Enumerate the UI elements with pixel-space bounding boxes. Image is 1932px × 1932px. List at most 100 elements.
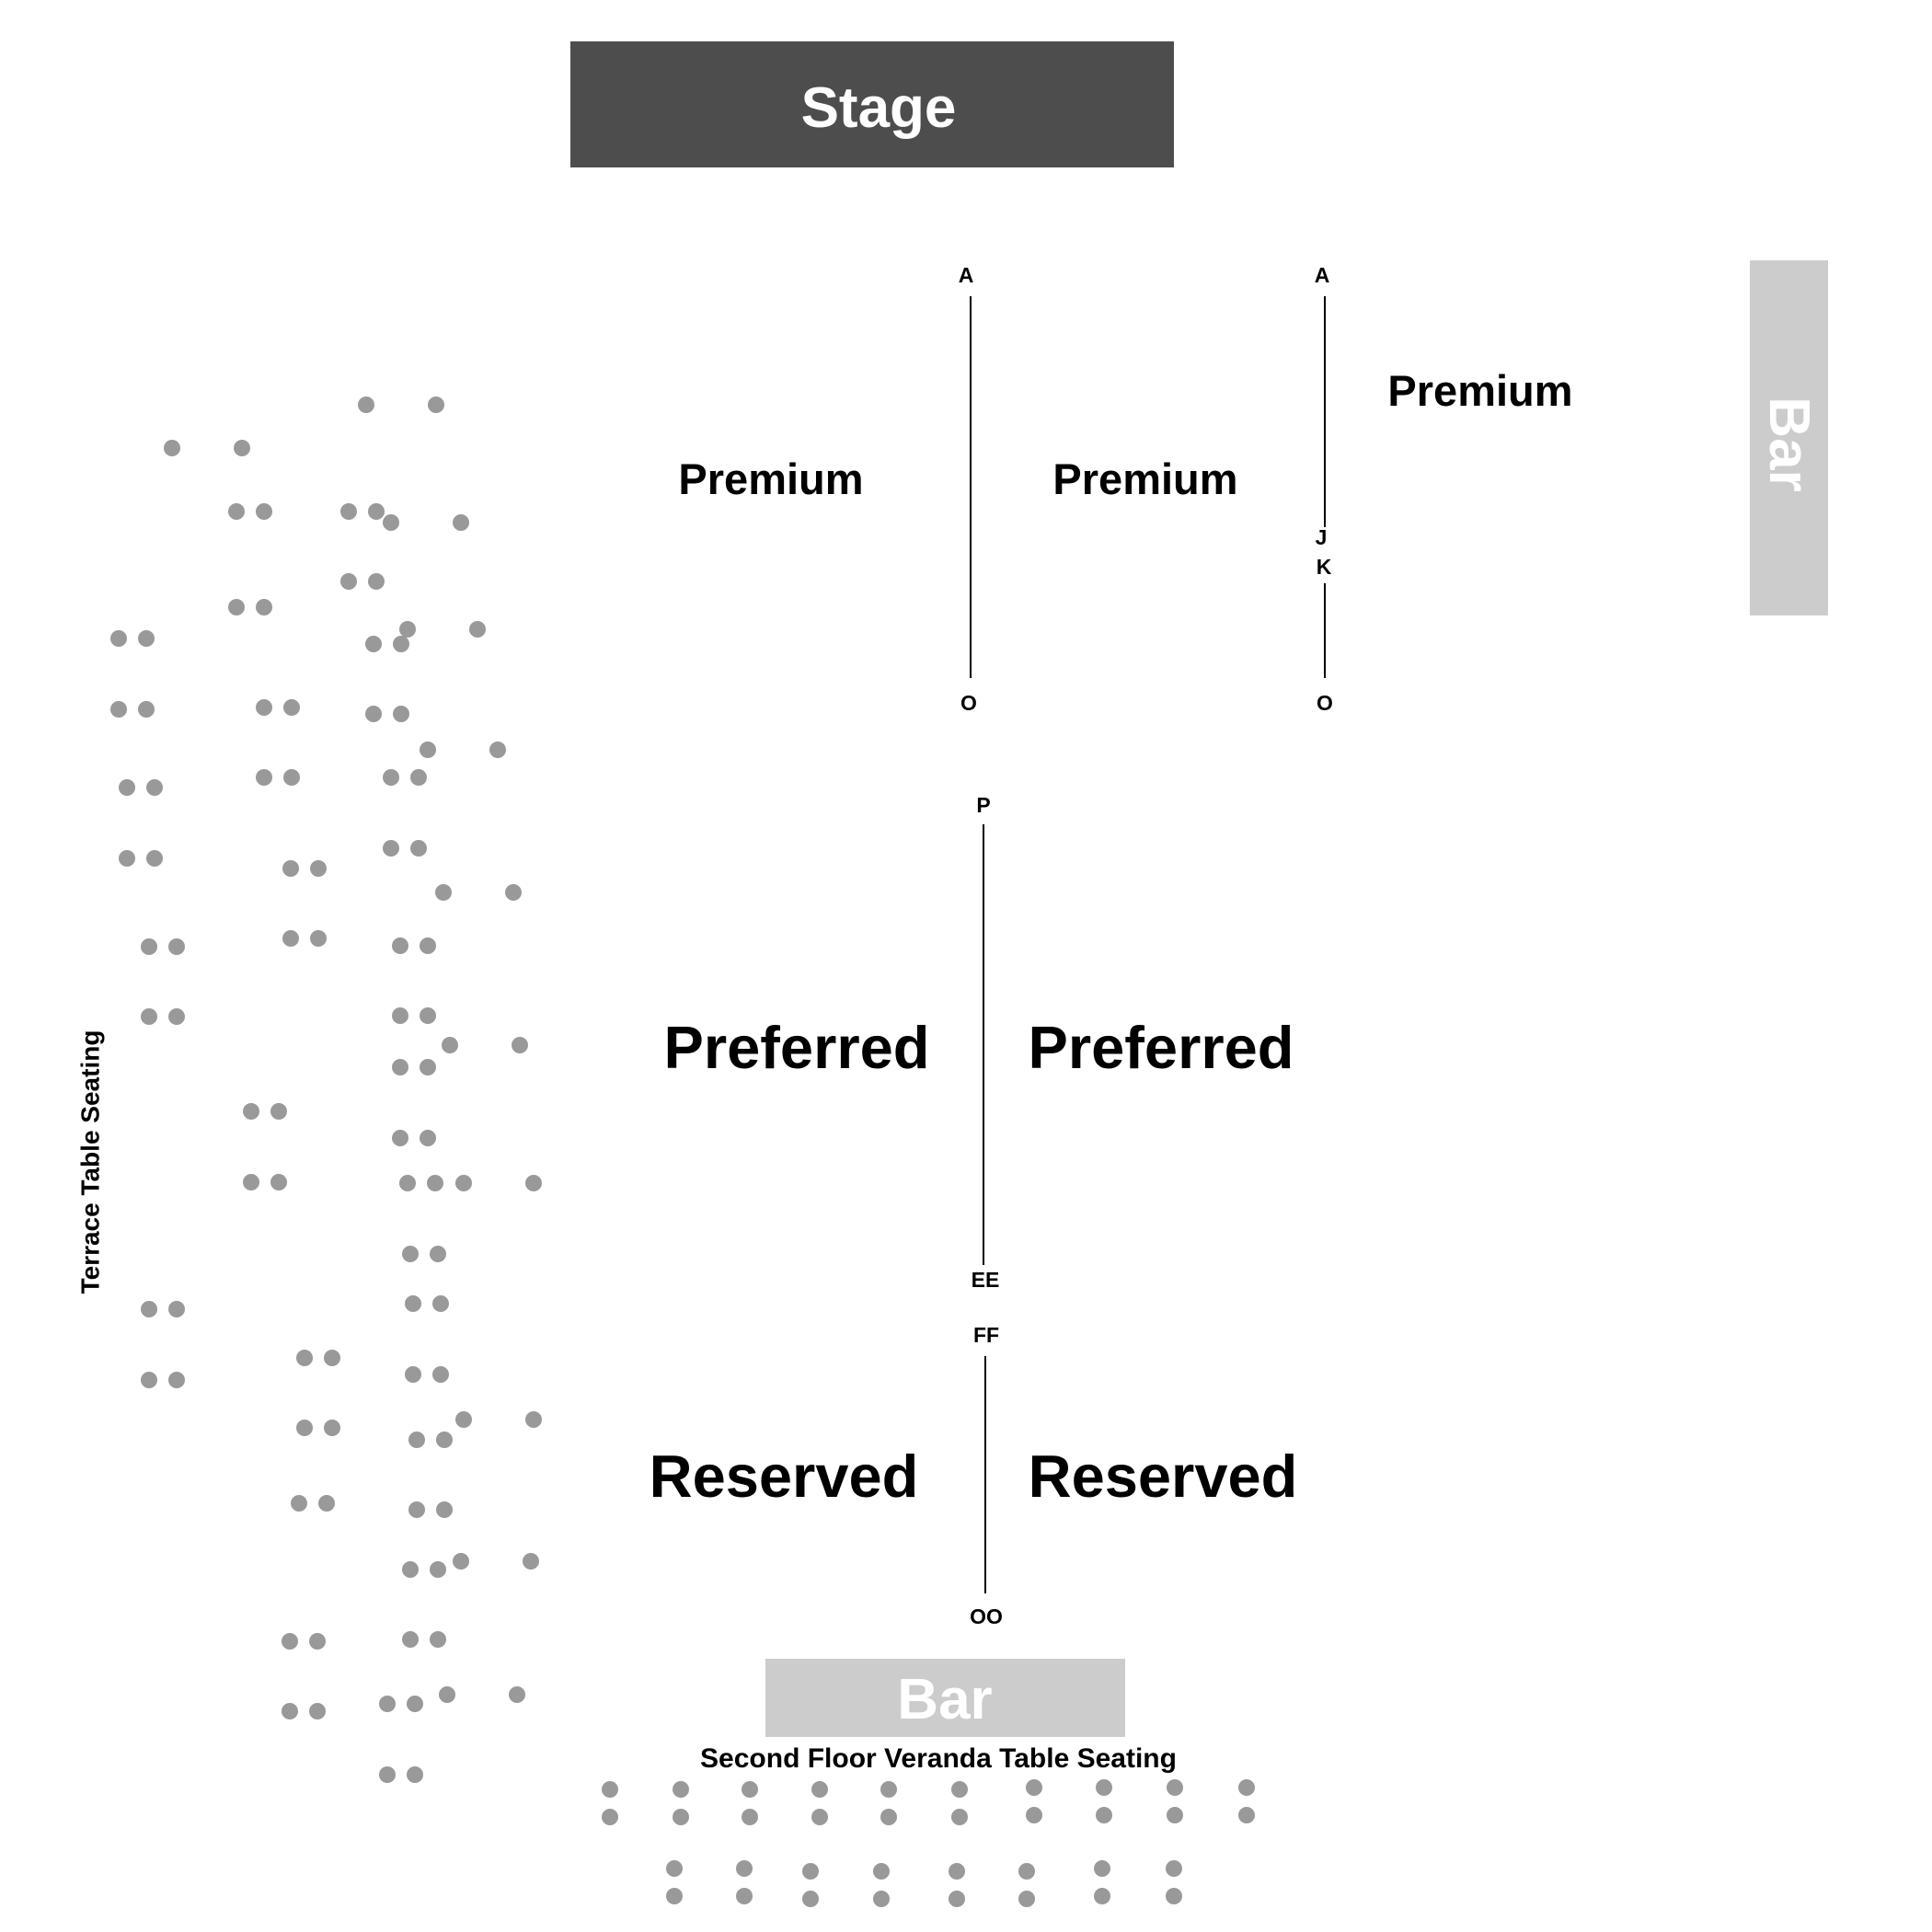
seat-dot-125 bbox=[666, 1860, 683, 1877]
side-bar-label: Bar bbox=[1757, 397, 1821, 491]
seat-dot-29 bbox=[119, 779, 135, 796]
stage-label: Stage bbox=[801, 76, 957, 140]
seat-dot-113 bbox=[880, 1781, 897, 1798]
seat-dot-59 bbox=[392, 1130, 408, 1146]
seat-dot-46 bbox=[310, 930, 327, 947]
seat-dot-20 bbox=[393, 636, 409, 652]
seat-dot-22 bbox=[138, 701, 155, 718]
section-preferred-right[interactable]: Preferred bbox=[1028, 1014, 1294, 1081]
seat-dot-27 bbox=[420, 742, 436, 758]
row-marker-ff: FF bbox=[973, 1323, 999, 1347]
seat-dot-11 bbox=[228, 599, 245, 615]
seat-dot-14 bbox=[368, 573, 385, 590]
stage[interactable]: Stage bbox=[570, 41, 1174, 167]
seat-dot-4 bbox=[234, 440, 250, 456]
row-marker-p: P bbox=[976, 793, 990, 817]
seat-dot-133 bbox=[949, 1863, 965, 1880]
seat-dot-44 bbox=[168, 938, 185, 955]
stage-block bbox=[570, 41, 1174, 167]
seat-dot-19 bbox=[365, 636, 382, 652]
seat-dot-61 bbox=[243, 1174, 259, 1190]
section-premium-left[interactable]: Premium bbox=[678, 454, 863, 503]
seat-dot-120 bbox=[1096, 1807, 1112, 1823]
seat-dot-117 bbox=[1026, 1779, 1042, 1796]
seat-dot-135 bbox=[1018, 1863, 1035, 1880]
section-preferred-left[interactable]: Preferred bbox=[663, 1014, 929, 1081]
seat-dot-134 bbox=[949, 1891, 965, 1907]
seat-dot-123 bbox=[1238, 1779, 1255, 1796]
seat-dot-76 bbox=[168, 1372, 185, 1388]
terrace-area-label: Terrace Table Seating bbox=[76, 1030, 105, 1294]
seat-dot-36 bbox=[146, 850, 163, 867]
seat-dot-132 bbox=[873, 1891, 890, 1907]
seat-dot-89 bbox=[402, 1561, 419, 1578]
section-premium-center[interactable]: Premium bbox=[1052, 454, 1237, 503]
seat-dot-72 bbox=[432, 1295, 449, 1312]
section-reserved-right[interactable]: Reserved bbox=[1029, 1443, 1298, 1510]
seat-dot-116 bbox=[951, 1809, 968, 1825]
seat-dot-37 bbox=[282, 860, 299, 877]
seat-dot-88 bbox=[318, 1495, 335, 1512]
seat-dot-50 bbox=[168, 1008, 185, 1025]
side-bar-block bbox=[1750, 260, 1828, 615]
seat-dot-41 bbox=[435, 884, 452, 901]
seat-dot-140 bbox=[1166, 1888, 1182, 1904]
seat-dot-62 bbox=[270, 1174, 287, 1190]
back-bar[interactable]: Bar bbox=[765, 1659, 1125, 1737]
seat-dot-128 bbox=[736, 1888, 753, 1904]
seat-dot-118 bbox=[1026, 1807, 1042, 1823]
seat-dot-35 bbox=[119, 850, 135, 867]
seat-dot-92 bbox=[523, 1553, 539, 1570]
seat-dot-108 bbox=[673, 1809, 689, 1825]
seat-dot-122 bbox=[1167, 1807, 1183, 1823]
side-bar[interactable]: Bar bbox=[1750, 260, 1828, 615]
seat-dot-101 bbox=[379, 1696, 396, 1712]
seat-dot-87 bbox=[291, 1495, 307, 1512]
seat-dot-77 bbox=[405, 1366, 421, 1383]
seat-dot-96 bbox=[430, 1631, 446, 1648]
seat-dot-115 bbox=[951, 1781, 968, 1798]
section-reserved-left[interactable]: Reserved bbox=[650, 1443, 919, 1510]
seat-dot-104 bbox=[407, 1766, 423, 1783]
seat-dot-74 bbox=[324, 1350, 340, 1366]
seat-dot-56 bbox=[420, 1059, 436, 1075]
seat-dot-42 bbox=[505, 884, 522, 901]
seat-dot-5 bbox=[228, 503, 245, 520]
seat-dot-53 bbox=[442, 1037, 458, 1053]
seat-dot-119 bbox=[1096, 1779, 1112, 1796]
row-marker-o-right: O bbox=[1317, 691, 1333, 715]
seat-dot-136 bbox=[1018, 1891, 1035, 1907]
seat-dot-81 bbox=[296, 1420, 313, 1436]
seat-dot-83 bbox=[408, 1432, 425, 1448]
seat-dot-103 bbox=[379, 1766, 396, 1783]
seat-dot-49 bbox=[141, 1008, 157, 1025]
row-marker-j: J bbox=[1316, 525, 1328, 549]
seat-dot-75 bbox=[141, 1372, 157, 1388]
seat-dot-68 bbox=[430, 1246, 446, 1262]
seat-dot-9 bbox=[383, 514, 399, 531]
seat-dot-3 bbox=[164, 440, 180, 456]
seat-dot-66 bbox=[525, 1175, 542, 1191]
seat-dot-97 bbox=[439, 1686, 455, 1703]
seat-dot-65 bbox=[455, 1175, 472, 1191]
seat-dot-26 bbox=[393, 706, 409, 722]
seat-dot-94 bbox=[309, 1633, 326, 1650]
seat-dot-54 bbox=[512, 1037, 528, 1053]
section-premium-right[interactable]: Premium bbox=[1387, 366, 1572, 415]
seat-dot-67 bbox=[402, 1246, 419, 1262]
seat-dot-79 bbox=[455, 1411, 472, 1428]
seat-dot-78 bbox=[432, 1366, 449, 1383]
seat-dot-52 bbox=[420, 1007, 436, 1024]
seat-dot-39 bbox=[383, 840, 399, 857]
seat-dot-110 bbox=[742, 1809, 758, 1825]
seat-dot-137 bbox=[1094, 1860, 1110, 1877]
seat-dot-121 bbox=[1167, 1779, 1183, 1796]
seat-dot-17 bbox=[110, 630, 127, 647]
seat-dot-55 bbox=[392, 1059, 408, 1075]
seat-dot-12 bbox=[256, 599, 272, 615]
seat-dot-16 bbox=[469, 621, 486, 638]
seat-dot-63 bbox=[399, 1175, 416, 1191]
row-marker-k: K bbox=[1317, 555, 1332, 579]
seat-dot-1 bbox=[358, 397, 374, 413]
